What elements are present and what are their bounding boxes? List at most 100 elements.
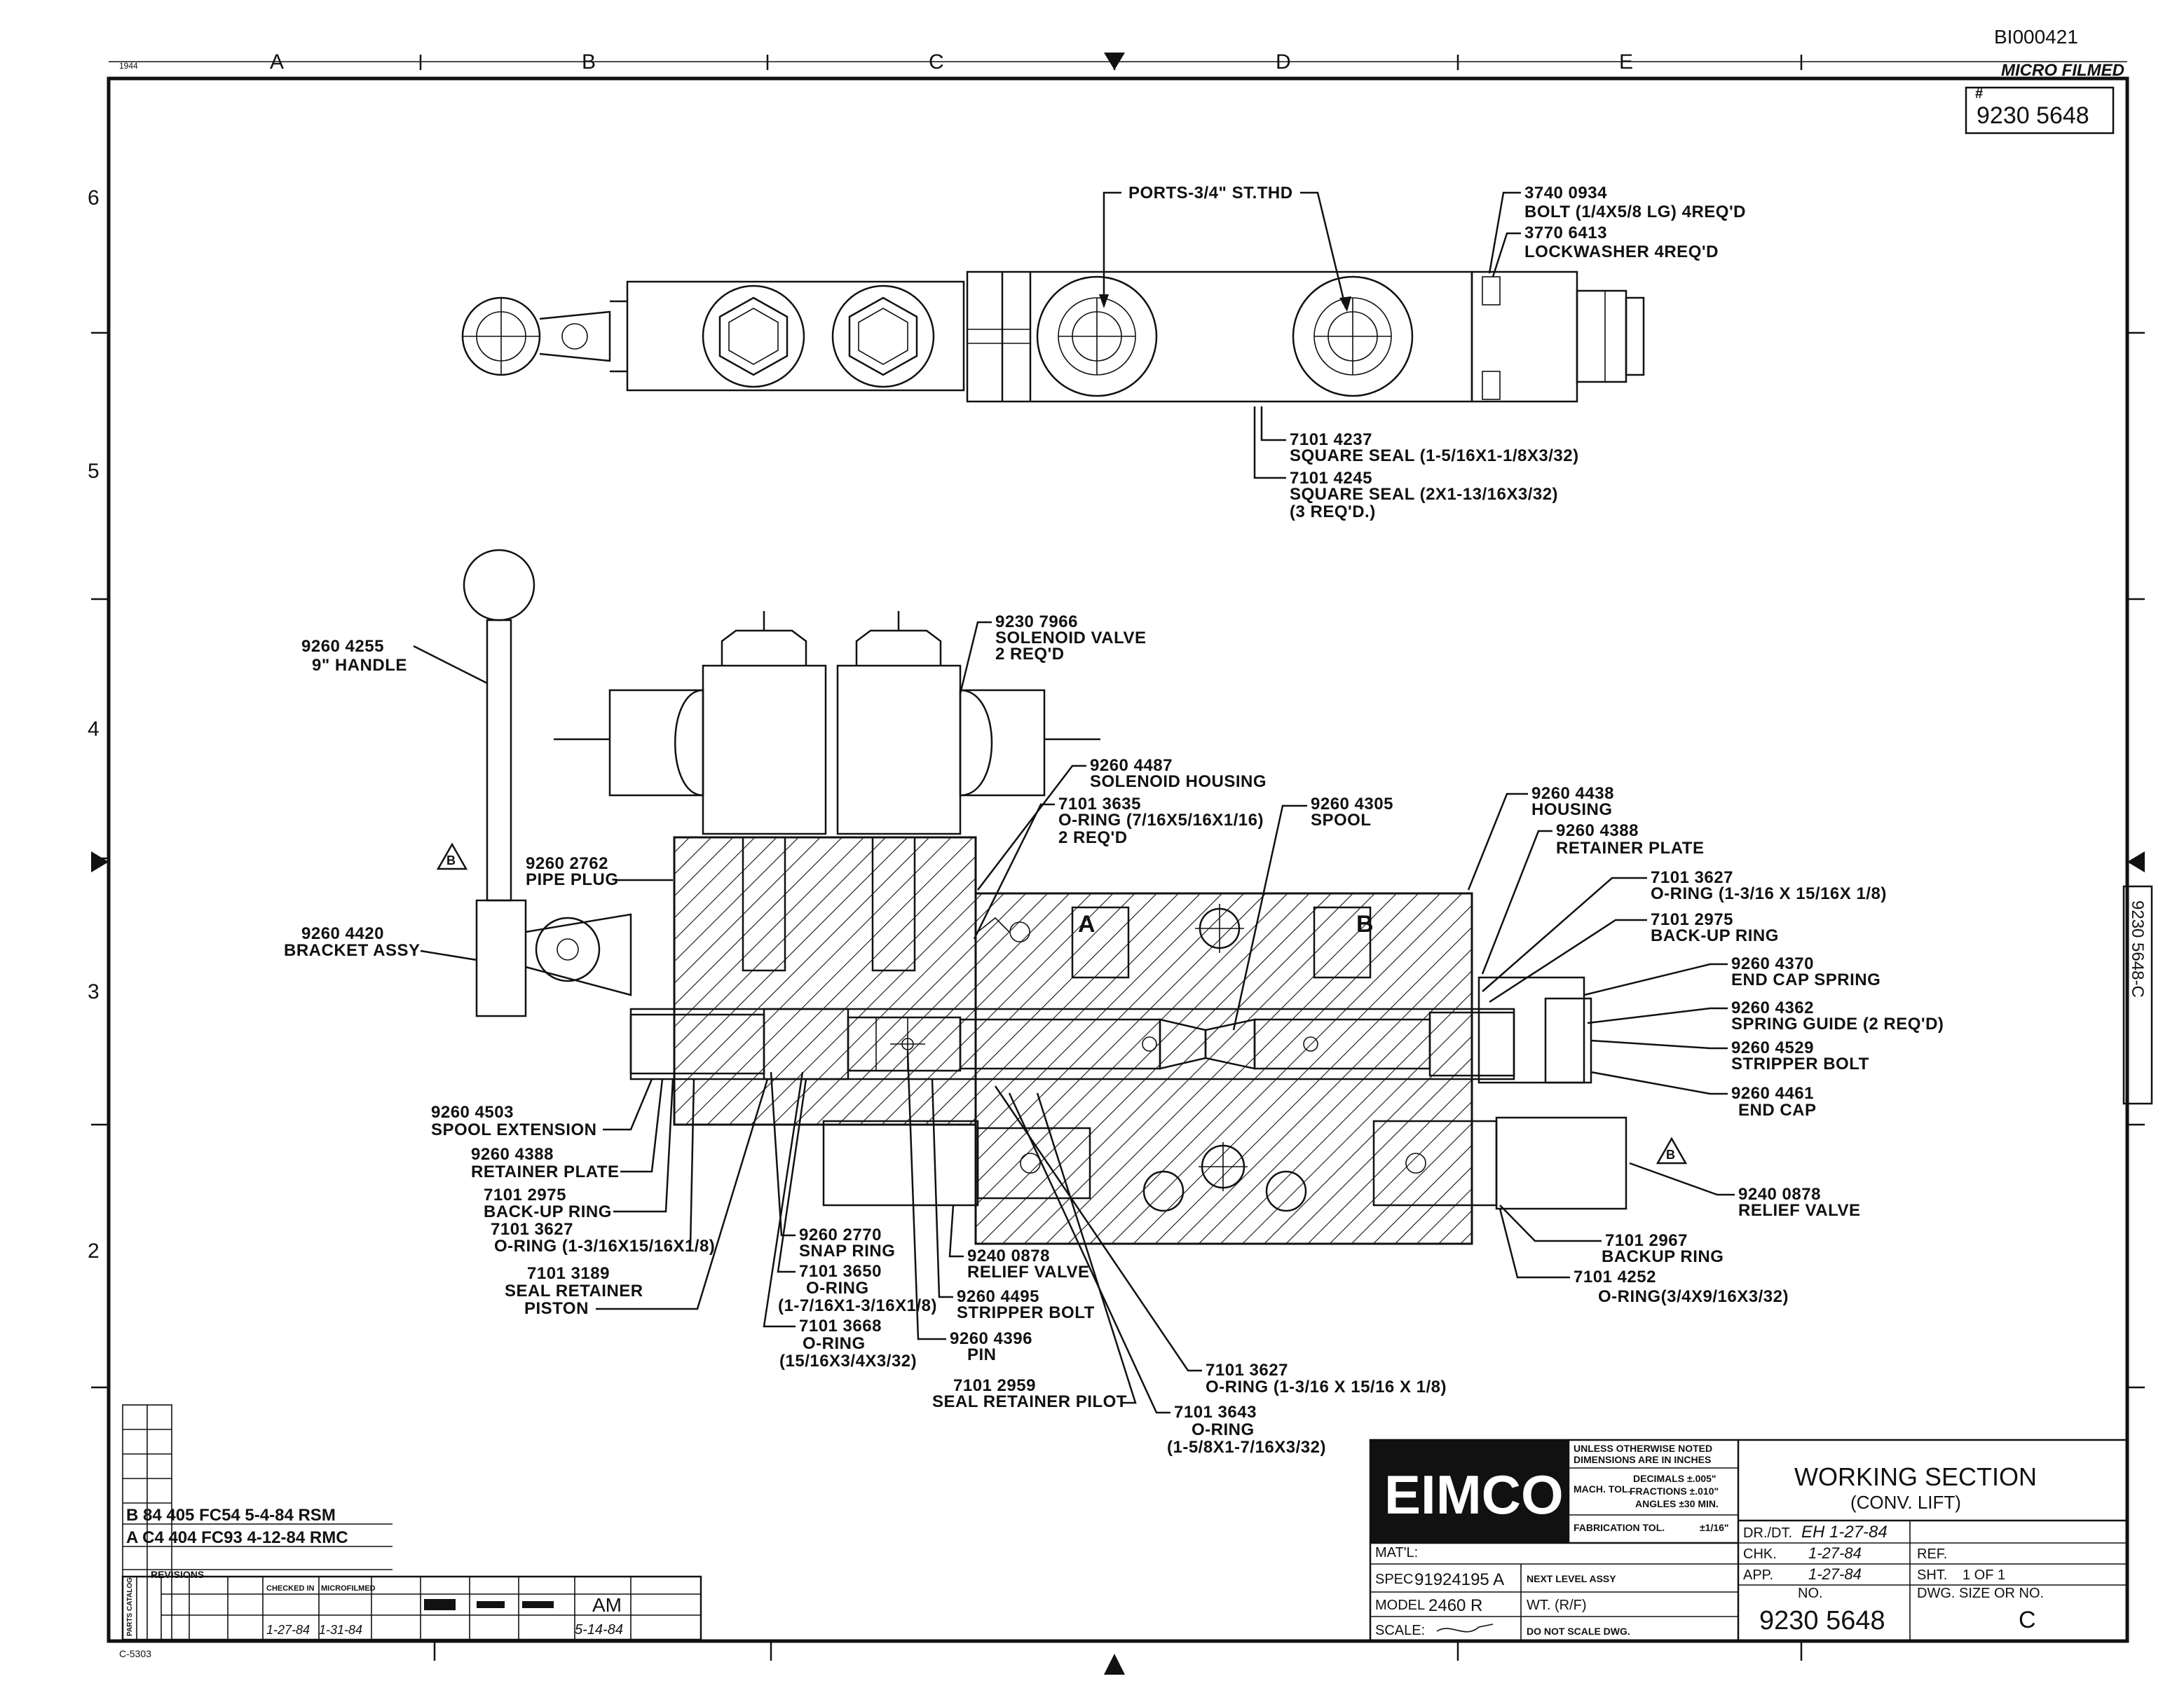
callout-desc2: (1-5/8X1-7/16X3/32) (1167, 1438, 1326, 1457)
callout-pn: 7101 2967 (1605, 1231, 1688, 1250)
title-block: EIMCO UNLESS OTHERWISE NOTED DIMENSIONS … (1369, 1439, 2129, 1642)
callout-desc: BACKUP RING (1602, 1247, 1724, 1266)
callout-pn: 9260 4461 (1731, 1084, 1814, 1103)
callout-desc: SEAL RETAINER (505, 1282, 643, 1301)
sq-seal1-pn: 7101 4237 (1290, 430, 1372, 449)
callout-desc: O-RING (806, 1279, 869, 1298)
port-mark-a: A (1078, 911, 1096, 938)
zone-letter: B (582, 50, 596, 74)
port-mark-b: B (1356, 911, 1374, 938)
top-view (461, 270, 1645, 403)
callout-pn: 9230 7966 (995, 612, 1078, 631)
callout-desc: O-RING(3/4X9/16X3/32) (1598, 1287, 1789, 1306)
callout-desc: RELIEF VALVE (967, 1263, 1089, 1282)
callout-desc: BACK-UP RING (484, 1202, 612, 1221)
callout-pn: 9260 4495 (957, 1287, 1039, 1306)
callout-desc2: (1-7/16X1-3/16X1/8) (778, 1296, 937, 1315)
callout-pn: 9260 4388 (1556, 821, 1639, 840)
sq-seal2-qty: (3 REQ'D.) (1290, 502, 1376, 521)
matl-label: MAT'L: (1375, 1545, 1418, 1560)
tol-note-1: UNLESS OTHERWISE NOTED (1574, 1443, 1712, 1454)
section-view: A B B B (436, 549, 1688, 1245)
zone-number: 3 (88, 980, 100, 1003)
callout-desc: SOLENOID VALVE (995, 629, 1146, 647)
spec-label: SPEC (1375, 1572, 1413, 1587)
callout-pn: 9260 4255 (301, 637, 384, 656)
callout-desc: RETAINER PLATE (471, 1162, 619, 1181)
side-tab-number: 9230 5648-C (2128, 900, 2147, 998)
callout-pn: 7101 3668 (799, 1317, 882, 1336)
callout-desc: PIPE PLUG (526, 870, 619, 889)
delta-b-right: B (1666, 1148, 1675, 1162)
callout-desc: STRIPPER BOLT (957, 1303, 1095, 1322)
model-value: 2460 R (1428, 1596, 1482, 1615)
callout-desc: SEAL RETAINER PILOT (932, 1392, 1127, 1411)
callout-pn: 9260 4305 (1311, 795, 1393, 814)
sq-seal2-pn: 7101 4245 (1290, 469, 1372, 488)
zone-letter: D (1276, 50, 1291, 74)
callout-desc: BRACKET ASSY (284, 941, 420, 960)
callout-desc: O-RING (1192, 1420, 1255, 1439)
callout-desc: SPOOL (1311, 811, 1372, 830)
parts-catalog-label: PARTS CATALOG (126, 1577, 134, 1636)
drawing-subtitle: (CONV. LIFT) (1850, 1492, 1961, 1513)
zone-letter: E (1619, 50, 1633, 74)
callout-desc: RELIEF VALVE (1738, 1201, 1860, 1220)
callout-pn: 9260 4487 (1090, 756, 1173, 775)
drawing-title: WORKING SECTION (1794, 1462, 2037, 1491)
callout-desc: RETAINER PLATE (1556, 839, 1704, 858)
fab-tol-value: ±1/16" (1700, 1522, 1729, 1533)
sq-seal1-desc: SQUARE SEAL (1-5/16X1-1/8X3/32) (1290, 446, 1579, 465)
bolt-desc: BOLT (1/4X5/8 LG) 4REQ'D (1524, 203, 1746, 221)
callout-desc: SPOOL EXTENSION (431, 1120, 596, 1139)
zone-labels: A B C D E 6 5 4 3 2 (88, 50, 1633, 1263)
callout-desc: SPRING GUIDE (2 REQ'D) (1731, 1015, 1944, 1034)
sheet-id: BI000421 MICRO FILMED # 9230 5648 1944 C… (119, 26, 2153, 1659)
callout-pn: 9260 4503 (431, 1103, 514, 1122)
callout-pn: 7101 3627 (1651, 868, 1733, 887)
microfilmed-header: MICROFILMED (321, 1584, 376, 1593)
rev-date-1: 1-27-84 (266, 1623, 310, 1637)
delta-b-left: B (446, 853, 456, 867)
callout-desc: END CAP (1738, 1101, 1817, 1120)
rev-row-a: A C4 404 FC93 4-12-84 RMC (126, 1528, 348, 1547)
app-label: APP. (1743, 1567, 1773, 1583)
no-label: NO. (1798, 1586, 1823, 1601)
dwg-size-label: DWG. SIZE OR NO. (1917, 1586, 2044, 1601)
sht-label: SHT. (1917, 1567, 1947, 1583)
lockwasher-desc: LOCKWASHER 4REQ'D (1524, 242, 1719, 261)
decimals: DECIMALS ±.005" (1633, 1473, 1717, 1484)
callout-pn: 7101 4252 (1574, 1268, 1656, 1286)
sq-seal2-desc: SQUARE SEAL (2X1-13/16X3/32) (1290, 485, 1558, 504)
zone-number: 2 (88, 1240, 100, 1263)
callout-pn: 9260 4388 (471, 1145, 554, 1164)
zone-letter: A (270, 50, 284, 74)
callout-desc: END CAP SPRING (1731, 970, 1881, 989)
am-label: AM (592, 1594, 622, 1616)
rev-row-b: B 84 405 FC54 5-4-84 RSM (126, 1506, 336, 1525)
callout-desc: STRIPPER BOLT (1731, 1055, 1869, 1073)
dr-value: EH 1-27-84 (1801, 1523, 1888, 1542)
am-date: 5-14-84 (575, 1622, 623, 1638)
chk-label: CHK. (1743, 1546, 1777, 1562)
sheet-border (91, 53, 2145, 1675)
dwg-size-value: C (2019, 1607, 2036, 1633)
callout-pn: 9260 2770 (799, 1226, 882, 1244)
callout-desc: SOLENOID HOUSING (1090, 772, 1267, 791)
tol-note-2: DIMENSIONS ARE IN INCHES (1574, 1454, 1711, 1465)
callout-desc: O-RING (7/16X5/16X1/16) (1058, 811, 1264, 830)
ref-label: REF. (1917, 1546, 1947, 1562)
bolt-pn: 3740 0934 (1524, 184, 1607, 203)
callout-desc: PIN (967, 1345, 997, 1364)
dr-label: DR./DT. (1743, 1525, 1792, 1541)
callout-desc: SNAP RING (799, 1242, 895, 1261)
callout-pn: 7101 3635 (1058, 795, 1141, 814)
callout-pn: 9260 4420 (301, 924, 384, 943)
scale-label: SCALE: (1375, 1623, 1425, 1638)
section-callouts: 9260 4255 9" HANDLE 9230 7966 SOLENOID V… (284, 612, 1944, 1457)
hash-mark: # (1975, 86, 1983, 102)
callout-pn: 7101 3643 (1174, 1403, 1257, 1422)
do-not-scale: DO NOT SCALE DWG. (1527, 1626, 1630, 1637)
callout-pn: 7101 3189 (527, 1264, 610, 1283)
